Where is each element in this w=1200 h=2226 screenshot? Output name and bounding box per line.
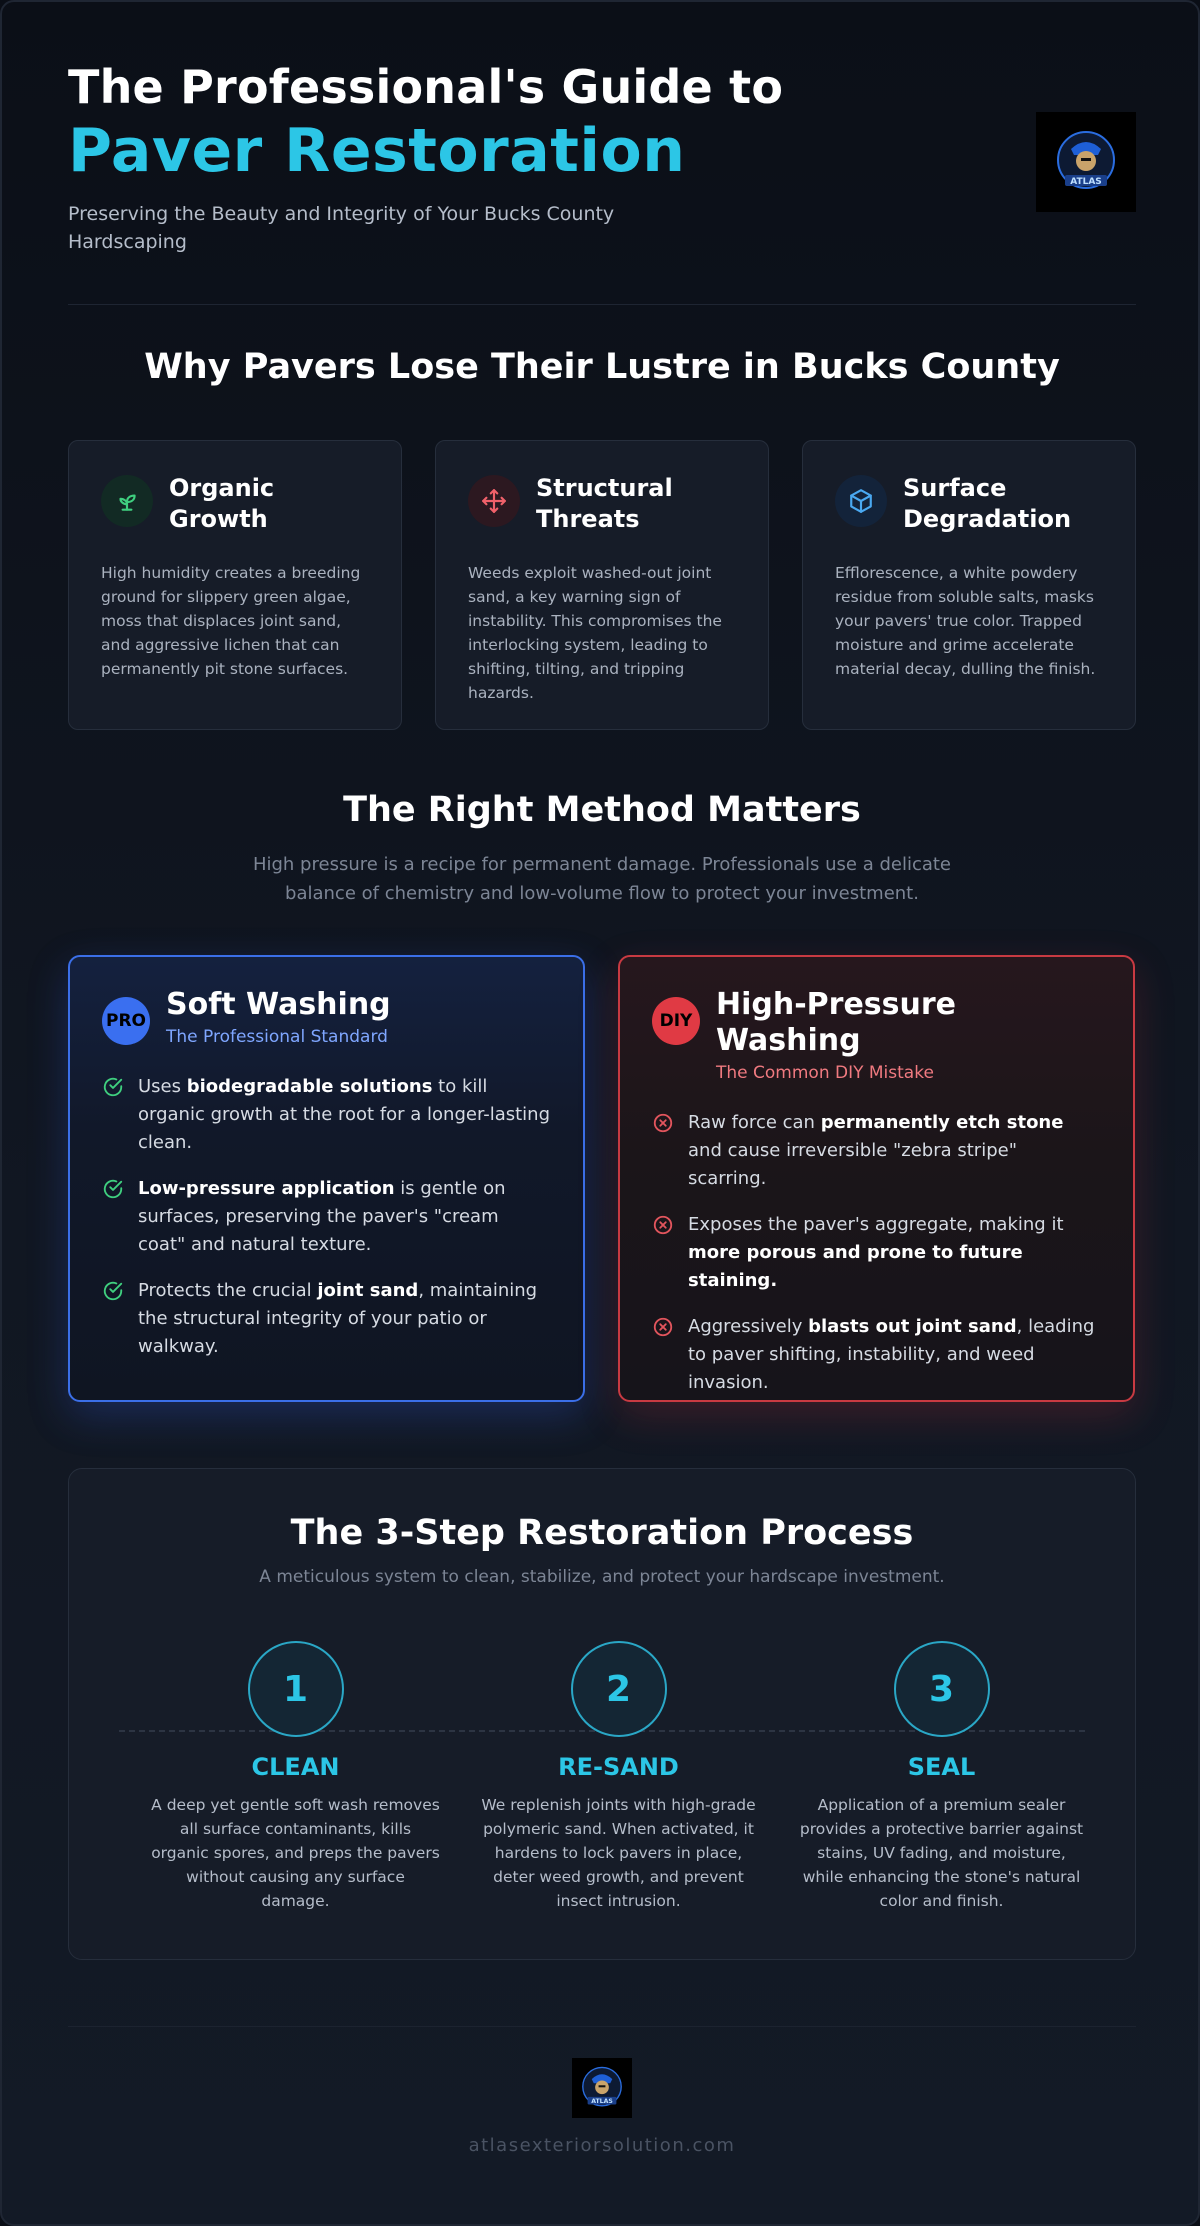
page-title-line2: Paver Restoration: [68, 116, 686, 186]
list-item: Protects the crucial joint sand, maintai…: [102, 1277, 551, 1361]
step-number: 2: [570, 1641, 667, 1737]
page-subtitle: Preserving the Beauty and Integrity of Y…: [68, 203, 615, 253]
page-title-line1: The Professional's Guide to: [68, 60, 784, 114]
method-tagline: The Common DIY Mistake: [716, 1063, 934, 1083]
method-title: Soft Washing: [166, 987, 391, 1022]
step-name: RE-SAND: [558, 1753, 679, 1781]
high-pressure-card: DIY High-Pressure Washing The Common DIY…: [618, 955, 1135, 1402]
cause-card-surface-degradation: Surface Degradation Efflorescence, a whi…: [802, 440, 1136, 730]
cause-card-title: Surface Degradation: [903, 474, 1072, 533]
method-comparison: PRO Soft Washing The Professional Standa…: [68, 955, 1136, 1402]
causes-heading: Why Pavers Lose Their Lustre in Bucks Co…: [144, 347, 1060, 387]
footer-website-link[interactable]: atlasexteriorsolution.com: [468, 2135, 736, 2156]
check-circle-icon: [103, 1281, 123, 1301]
cause-card-organic-growth: Organic Growth High humidity creates a b…: [68, 440, 402, 730]
method-title: High-Pressure Washing: [716, 987, 957, 1058]
atlas-logo-icon: ATLAS: [1057, 131, 1115, 189]
process-heading: The 3-Step Restoration Process: [290, 1513, 914, 1553]
step-name: SEAL: [907, 1753, 976, 1781]
list-item: Exposes the paver's aggregate, making it…: [652, 1211, 1101, 1295]
step-description: Application of a premium sealer provides…: [799, 1796, 1084, 1910]
header-divider: [68, 304, 1136, 305]
causes-cards: Organic Growth High humidity creates a b…: [68, 440, 1136, 730]
footer-divider: [68, 2026, 1136, 2027]
cause-card-structural-threats: Structural Threats Weeds exploit washed-…: [435, 440, 769, 730]
x-circle-icon: [653, 1215, 673, 1235]
diy-badge: DIY: [652, 997, 700, 1045]
step-clean: 1 CLEAN A deep yet gentle soft wash remo…: [134, 1641, 457, 1913]
list-item: Low-pressure application is gentle on su…: [102, 1175, 551, 1259]
cause-card-body: Weeds exploit washed-out joint sand, a k…: [468, 564, 722, 702]
list-item: Aggressively blasts out joint sand, lead…: [652, 1313, 1101, 1397]
svg-text:ATLAS: ATLAS: [1070, 177, 1102, 187]
step-number: 3: [893, 1641, 990, 1737]
move-arrows-icon: [468, 475, 520, 527]
cause-card-body: Efflorescence, a white powdery residue f…: [835, 564, 1096, 678]
cause-card-body: High humidity creates a breeding ground …: [101, 564, 361, 678]
x-circle-icon: [653, 1317, 673, 1337]
list-item: Raw force can permanently etch stone and…: [652, 1109, 1101, 1193]
atlas-logo: ATLAS: [1036, 112, 1136, 212]
footer-logo: ATLAS: [572, 2058, 632, 2118]
svg-text:ATLAS: ATLAS: [591, 2098, 613, 2105]
x-circle-icon: [653, 1113, 673, 1133]
step-seal: 3 SEAL Application of a premium sealer p…: [780, 1641, 1103, 1913]
cause-card-title: Structural Threats: [536, 474, 673, 533]
atlas-logo-icon: ATLAS: [582, 2066, 622, 2107]
soft-washing-card: PRO Soft Washing The Professional Standa…: [68, 955, 585, 1402]
step-description: A deep yet gentle soft wash removes all …: [151, 1796, 440, 1910]
pro-badge: PRO: [102, 997, 150, 1045]
method-tagline: The Professional Standard: [166, 1027, 388, 1047]
cube-icon: [835, 475, 887, 527]
process-subtitle: A meticulous system to clean, stabilize,…: [259, 1567, 945, 1587]
list-item: Uses biodegradable solutions to kill org…: [102, 1073, 551, 1157]
step-name: CLEAN: [251, 1753, 340, 1781]
sprout-icon: [101, 475, 153, 527]
method-heading: The Right Method Matters: [343, 790, 861, 830]
method-subtitle: High pressure is a recipe for permanent …: [252, 854, 952, 904]
step-description: We replenish joints with high-grade poly…: [481, 1796, 756, 1910]
restoration-process: The 3-Step Restoration Process A meticul…: [68, 1468, 1136, 1960]
check-circle-icon: [103, 1179, 123, 1199]
step-number: 1: [247, 1641, 344, 1737]
step-re-sand: 2 RE-SAND We replenish joints with high-…: [457, 1641, 780, 1913]
cause-card-title: Organic Growth: [169, 474, 275, 533]
check-circle-icon: [103, 1077, 123, 1097]
header: The Professional's Guide to Paver Restor…: [68, 60, 1136, 260]
